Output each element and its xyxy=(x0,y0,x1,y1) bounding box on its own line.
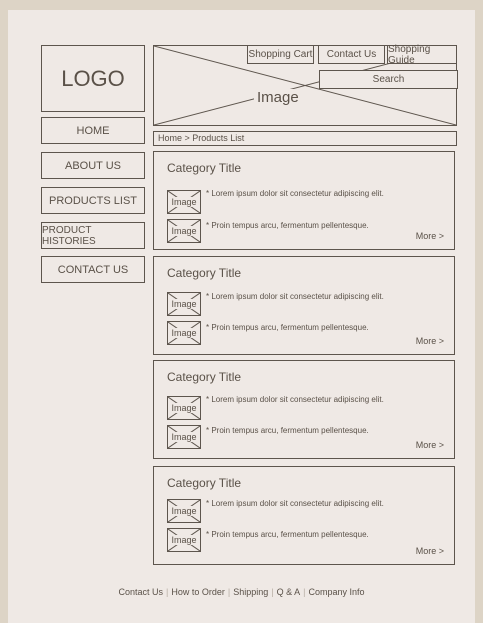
thumbnail-label: Image xyxy=(170,432,198,442)
category-block: Category Title Image * Lorem ipsum dolor… xyxy=(153,360,455,459)
thumbnail-label: Image xyxy=(170,299,198,309)
product-thumbnail[interactable]: Image xyxy=(167,292,201,316)
shopping-guide-button[interactable]: Shopping Guide xyxy=(387,44,457,66)
thumbnail-label: Image xyxy=(170,535,198,545)
footer-link-contact-us[interactable]: Contact Us xyxy=(118,587,164,597)
product-line[interactable]: * Lorem ipsum dolor sit consectetur adip… xyxy=(206,499,384,508)
shopping-cart-button[interactable]: Shopping Cart xyxy=(247,45,314,64)
product-line[interactable]: * Lorem ipsum dolor sit consectetur adip… xyxy=(206,395,384,404)
product-thumbnail[interactable]: Image xyxy=(167,219,201,243)
footer-separator: | xyxy=(166,587,169,597)
banner-image-label: Image xyxy=(254,89,302,106)
product-thumbnail[interactable]: Image xyxy=(167,425,201,449)
footer-separator: | xyxy=(271,587,274,597)
thumbnail-label: Image xyxy=(170,506,198,516)
footer-link-company-info[interactable]: Company Info xyxy=(308,587,365,597)
thumbnail-label: Image xyxy=(170,197,198,207)
category-title[interactable]: Category Title xyxy=(167,161,242,175)
wireframe-canvas: LOGO HOME ABOUT US PRODUCTS LIST PRODUCT… xyxy=(8,10,475,623)
footer-links: Contact Us|How to Order|Shipping|Q & A|C… xyxy=(8,587,475,597)
more-link[interactable]: More > xyxy=(415,546,444,556)
breadcrumb[interactable]: Home > Products List xyxy=(153,131,457,146)
thumbnail-label: Image xyxy=(170,226,198,236)
product-thumbnail[interactable]: Image xyxy=(167,190,201,214)
footer-link-qa[interactable]: Q & A xyxy=(276,587,301,597)
nav-products-list[interactable]: PRODUCTS LIST xyxy=(41,187,145,214)
category-title[interactable]: Category Title xyxy=(167,370,242,384)
header-banner: Image Shopping Cart Contact Us Shopping … xyxy=(153,44,458,126)
more-link[interactable]: More > xyxy=(415,440,444,450)
product-line[interactable]: * Proin tempus arcu, fermentum pellentes… xyxy=(206,530,369,539)
product-line[interactable]: * Lorem ipsum dolor sit consectetur adip… xyxy=(206,292,384,301)
nav-about-us[interactable]: ABOUT US xyxy=(41,152,145,179)
more-link[interactable]: More > xyxy=(415,336,444,346)
product-thumbnail[interactable]: Image xyxy=(167,396,201,420)
thumbnail-label: Image xyxy=(170,403,198,413)
product-thumbnail[interactable]: Image xyxy=(167,499,201,523)
contact-us-button[interactable]: Contact Us xyxy=(318,45,385,64)
nav-home[interactable]: HOME xyxy=(41,117,145,144)
product-line[interactable]: * Proin tempus arcu, fermentum pellentes… xyxy=(206,221,369,230)
product-thumbnail[interactable]: Image xyxy=(167,528,201,552)
product-line[interactable]: * Lorem ipsum dolor sit consectetur adip… xyxy=(206,189,384,198)
footer-link-how-to-order[interactable]: How to Order xyxy=(171,587,225,597)
category-block: Category Title Image * Lorem ipsum dolor… xyxy=(153,151,455,250)
category-block: Category Title Image * Lorem ipsum dolor… xyxy=(153,466,455,565)
product-line[interactable]: * Proin tempus arcu, fermentum pellentes… xyxy=(206,426,369,435)
footer-link-shipping[interactable]: Shipping xyxy=(233,587,269,597)
product-thumbnail[interactable]: Image xyxy=(167,321,201,345)
thumbnail-label: Image xyxy=(170,328,198,338)
more-link[interactable]: More > xyxy=(415,231,444,241)
category-title[interactable]: Category Title xyxy=(167,266,242,280)
category-title[interactable]: Category Title xyxy=(167,476,242,490)
logo[interactable]: LOGO xyxy=(41,45,145,112)
nav-product-histories[interactable]: PRODUCT HISTORIES xyxy=(41,222,145,249)
footer-separator: | xyxy=(303,587,306,597)
nav-contact-us[interactable]: CONTACT US xyxy=(41,256,145,283)
footer-separator: | xyxy=(227,587,231,597)
search-input[interactable]: Search xyxy=(319,70,458,89)
product-line[interactable]: * Proin tempus arcu, fermentum pellentes… xyxy=(206,323,369,332)
category-block: Category Title Image * Lorem ipsum dolor… xyxy=(153,256,455,355)
